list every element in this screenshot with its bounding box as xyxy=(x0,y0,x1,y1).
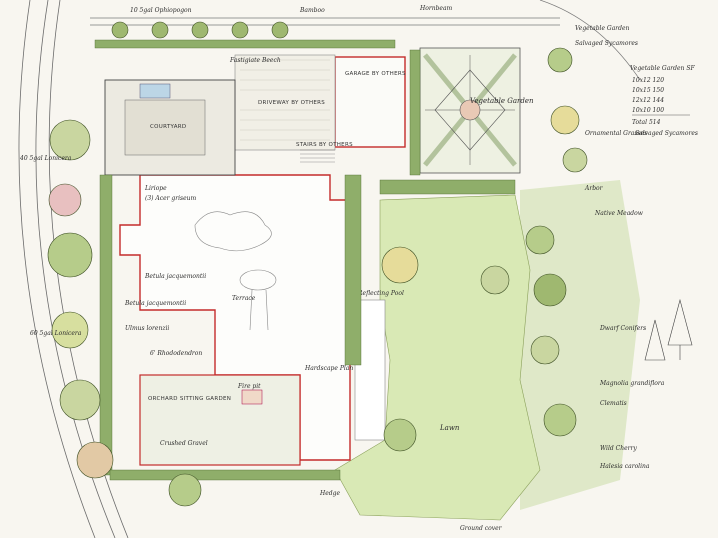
terrace-sketch xyxy=(194,211,277,331)
svg-text:Magnolia grandiflora: Magnolia grandiflora xyxy=(599,380,665,387)
svg-text:Clematis: Clematis xyxy=(600,400,627,407)
svg-text:Liriope: Liriope xyxy=(144,185,167,192)
garage xyxy=(334,56,406,148)
vegetable-garden-label: Vegetable Garden xyxy=(470,97,534,105)
svg-text:Ornamental Grasses: Ornamental Grasses xyxy=(585,130,647,137)
svg-text:12x12 144: 12x12 144 xyxy=(632,97,664,104)
top-road xyxy=(90,0,641,81)
svg-text:Fastigiate Beech: Fastigiate Beech xyxy=(229,57,281,64)
svg-text:Hardscape Plan: Hardscape Plan xyxy=(304,365,353,372)
svg-text:Vegetable Garden: Vegetable Garden xyxy=(575,25,630,32)
svg-text:Native Meadow: Native Meadow xyxy=(594,210,644,217)
terrace-label: Terrace xyxy=(232,295,256,302)
svg-text:Total 514: Total 514 xyxy=(632,119,661,126)
stairs-label: STAIRS BY OTHERS xyxy=(296,142,353,148)
reflecting-pool-label: Reflecting Pool xyxy=(357,290,404,297)
notes-top: 10 5gal Ophiopogon Bamboo Hornbeam Fasti… xyxy=(130,5,453,64)
courtyard-paving xyxy=(124,99,206,156)
svg-text:Halesia carolina: Halesia carolina xyxy=(599,463,650,470)
specialty-tree-label: Salvaged Sycamores xyxy=(635,130,698,137)
courtyard-fountain xyxy=(139,83,171,99)
svg-text:10x15 150: 10x15 150 xyxy=(632,87,664,94)
svg-text:Betula jacquemontii: Betula jacquemontii xyxy=(124,300,186,307)
hedges xyxy=(94,39,516,481)
svg-text:Bamboo: Bamboo xyxy=(299,7,325,14)
conifer-sketch xyxy=(644,298,693,361)
notes-right: Vegetable Garden Salvaged Sycamores Orna… xyxy=(575,25,665,470)
svg-text:10x12 120: 10x12 120 xyxy=(632,77,664,84)
lawn-label: Lawn xyxy=(439,424,460,432)
svg-text:Hedge: Hedge xyxy=(319,490,340,497)
svg-text:Dwarf Conifers: Dwarf Conifers xyxy=(599,325,646,332)
garage-label: GARAGE BY OTHERS xyxy=(345,71,406,77)
svg-text:Betula jacquemontii: Betula jacquemontii xyxy=(144,273,206,280)
trees xyxy=(47,21,588,507)
vegetable-sf-table: Vegetable Garden SF 10x12 120 10x15 150 … xyxy=(630,65,695,126)
svg-text:Hornbeam: Hornbeam xyxy=(419,5,453,12)
svg-text:Ground cover: Ground cover xyxy=(460,525,503,532)
courtyard-label: COURTYARD xyxy=(150,124,186,130)
svg-text:10x10 100: 10x10 100 xyxy=(632,107,664,114)
orchard-garden xyxy=(139,374,301,466)
svg-text:Arbor: Arbor xyxy=(584,185,604,192)
svg-text:Salvaged Sycamores: Salvaged Sycamores xyxy=(575,40,638,47)
svg-text:Wild Cherry: Wild Cherry xyxy=(600,445,637,452)
svg-text:6' Rhododendron: 6' Rhododendron xyxy=(150,350,202,357)
driveway-hatch xyxy=(240,59,330,141)
crushed-gravel-label: Crushed Gravel xyxy=(160,440,208,447)
svg-text:60 5gal Lonicera: 60 5gal Lonicera xyxy=(30,330,82,337)
driveway-label: DRIVEWAY BY OTHERS xyxy=(258,100,325,106)
notes-center: Liriope (3) Acer griseum Betula jacquemo… xyxy=(144,185,353,372)
svg-text:(3) Acer griseum: (3) Acer griseum xyxy=(145,195,197,202)
svg-text:10 5gal Ophiopogon: 10 5gal Ophiopogon xyxy=(130,7,192,14)
notes-left: 40 5gal Lonicera Betula jacquemontii Ulm… xyxy=(19,155,186,337)
svg-text:40 5gal Lonicera: 40 5gal Lonicera xyxy=(19,155,72,162)
svg-text:Ulmus lorenzii: Ulmus lorenzii xyxy=(125,325,169,332)
fire-pit-label: Fire pit xyxy=(237,383,261,390)
vegetable-parterre xyxy=(419,47,521,174)
stairs xyxy=(300,149,335,163)
svg-text:Vegetable Garden SF: Vegetable Garden SF xyxy=(630,65,695,72)
fire-pit xyxy=(241,389,263,405)
orchard-garden-label: ORCHARD SITTING GARDEN xyxy=(148,396,231,402)
notes-bottom: Hedge Ground cover xyxy=(319,490,503,532)
